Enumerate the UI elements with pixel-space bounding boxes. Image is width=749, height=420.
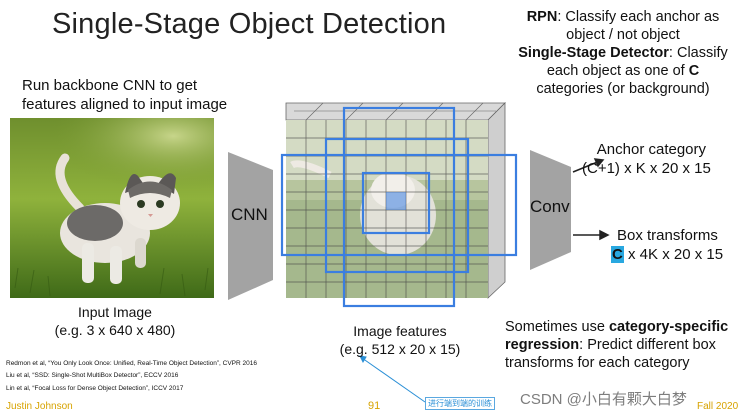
anchor-category-title: Anchor category (596, 141, 707, 158)
category-specific-note: Sometimes use category-specific regressi… (505, 318, 728, 372)
ssd-text-3: categories (or background) (536, 81, 710, 97)
input-image (10, 118, 214, 298)
backbone-note-line1: Run backbone CNN to get (22, 77, 198, 94)
rpn-note: RPN: Classify each anchor as object / no… (503, 8, 743, 98)
ssd-label: Single-Stage Detector (518, 45, 669, 61)
backbone-note-line2: features aligned to input image (22, 96, 228, 113)
rpn-text-1: : Classify each anchor as (557, 9, 720, 25)
note-line3: transforms for each category (505, 355, 690, 371)
feature-top-grid (294, 102, 496, 121)
anchor-box-tall (342, 106, 456, 308)
box-transforms-shape: x 4K x 20 x 15 (623, 246, 724, 263)
stamp-connector (359, 355, 426, 403)
reference-item: Redmon et al, “You Only Look Once: Unifi… (6, 360, 257, 367)
anchor-output: Anchor category (C+1) x K x 20 x 15 (582, 140, 711, 178)
ssd-c: C (688, 63, 700, 79)
references: Redmon et al, “You Only Look Once: Unifi… (6, 358, 257, 395)
note-bold2: regression (505, 337, 580, 353)
footer-page-number: 91 (368, 400, 381, 412)
output-arrows (572, 158, 610, 241)
rpn-label: RPN (526, 9, 558, 25)
conv-label: Conv (530, 197, 570, 216)
input-image-caption: Input Image (e.g. 3 x 640 x 480) (30, 303, 200, 339)
input-image-label: Input Image (78, 304, 152, 320)
note-line2: : Predict different box (579, 337, 716, 353)
anchor-category-shape: (C+1) x K x 20 x 15 (582, 160, 711, 177)
backbone-note: Run backbone CNN to get features aligned… (22, 76, 227, 114)
reference-item: Lin et al, “Focal Loss for Dense Object … (6, 384, 184, 392)
image-features-label: Image features (353, 323, 447, 339)
feature-volume-side (487, 102, 506, 299)
footer-author: Justin Johnson (6, 401, 73, 412)
image-features-size: (e.g. 512 x 20 x 15) (339, 341, 461, 357)
anchor-center-cell (386, 192, 406, 210)
annotation-stamp: 进行端到端的训练 (425, 397, 495, 410)
anchor-box-square (324, 137, 470, 274)
image-features-caption: Image features (e.g. 512 x 20 x 15) (310, 322, 490, 358)
note-bold1: category-specific (608, 319, 729, 335)
anchor-box-small (361, 171, 431, 235)
rpn-text-2: object / not object (566, 27, 680, 43)
cnn-block (228, 152, 273, 300)
ssd-text-1: : Classify (668, 45, 728, 61)
box-transforms-title: Box transforms (617, 227, 718, 244)
cnn-label: CNN (231, 205, 268, 224)
csdn-watermark: CSDN @小白有颗大白梦 (520, 391, 687, 408)
feature-volume-top (285, 102, 506, 121)
conv-block (530, 150, 571, 270)
note-prefix: Sometimes use (505, 319, 609, 335)
box-output: Box transforms C x 4K x 20 x 15 (611, 226, 723, 264)
footer-term: Fall 2020 (697, 401, 739, 412)
reference-item: Liu et al, “SSD: Single-Shot MultiBox De… (6, 372, 179, 380)
anchor-boxes (280, 106, 518, 308)
box-c-highlight: C (611, 246, 624, 263)
slide-title: Single-Stage Object Detection (52, 8, 447, 40)
ssd-text-2: each object as one of (546, 63, 689, 79)
input-image-size: (e.g. 3 x 640 x 480) (54, 322, 176, 338)
anchor-box-wide (280, 153, 518, 257)
